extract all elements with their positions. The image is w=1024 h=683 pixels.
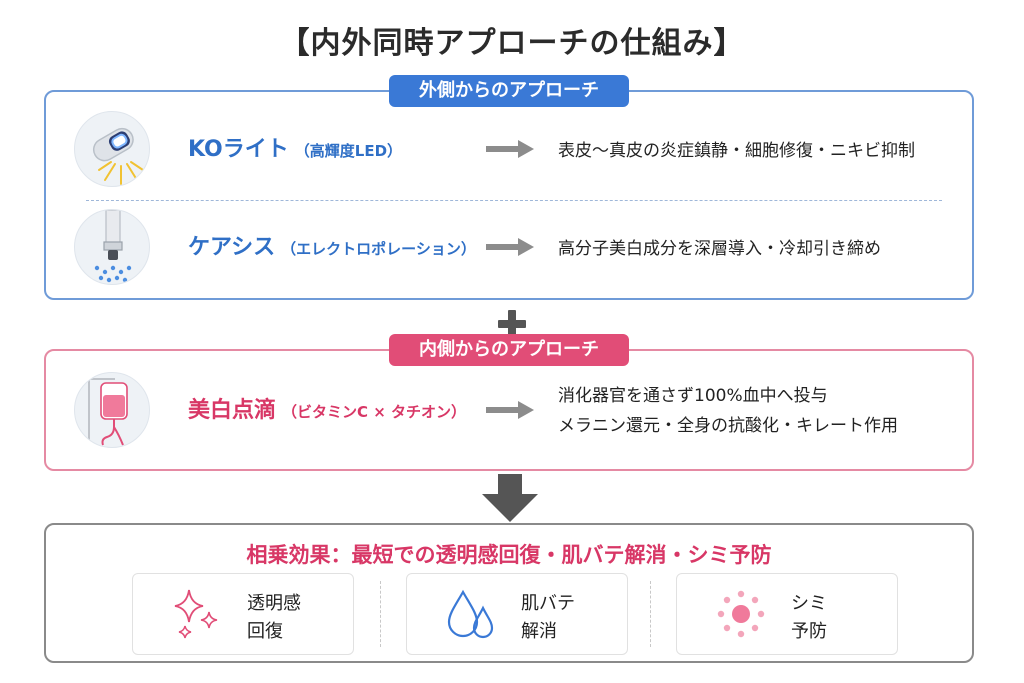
iv-drip-subtitle: （ビタミンC × タチオン） (282, 403, 467, 421)
carecys-subtitle: （エレクトロポレーション） (281, 240, 476, 258)
card-label-line: シミ (791, 593, 827, 614)
arrow-right-icon (486, 401, 534, 419)
ko-light-title: KOライト (188, 137, 289, 162)
arrow-right-icon (486, 140, 534, 158)
card-label-line: 透明感 (247, 593, 301, 614)
inner-approach-panel: 内側からのアプローチ 美白点滴 （ビタミンC × タチオン） 消化器官を通さず10… (44, 334, 974, 471)
arrow-down-icon (482, 474, 538, 522)
fatigue-label: 肌バテ 解消 (521, 590, 575, 646)
sparkle-icon (174, 589, 218, 639)
outer-approach-panel: 外側からのアプローチ KOライト （高輝度LED） (44, 75, 974, 300)
iv-drip-icon (74, 372, 150, 448)
iv-drip-name: 美白点滴 （ビタミンC × タチオン） (188, 392, 466, 424)
synergy-result-panel: 相乗効果：最短での透明感回復・肌バテ解消・シミ予防 透明感 回復 肌バテ 解消 (44, 523, 974, 663)
iv-drip-effect: 消化器官を通さず100%血中へ投与 メラニン還元・全身の抗酸化・キレート作用 (558, 381, 898, 441)
card-divider (380, 581, 381, 647)
clarity-card: 透明感 回復 (132, 573, 354, 655)
water-drops-icon (447, 589, 494, 639)
arrow-right-icon (486, 238, 534, 256)
inner-approach-tag: 内側からのアプローチ (389, 334, 629, 366)
iv-drip-effect-line: メラニン還元・全身の抗酸化・キレート作用 (558, 416, 898, 436)
led-light-icon (74, 111, 150, 187)
iv-drip-row: 美白点滴 （ビタミンC × タチオン） 消化器官を通さず100%血中へ投与 メラニ… (46, 359, 972, 459)
card-label-line: 肌バテ (521, 593, 575, 614)
spot-prevention-card: シミ 予防 (676, 573, 898, 655)
ko-light-subtitle: （高輝度LED） (294, 142, 403, 160)
card-label-line: 解消 (521, 621, 557, 642)
ko-light-row: KOライト （高輝度LED） 表皮〜真皮の炎症鎮静・細胞修復・ニキビ抑制 (46, 98, 972, 198)
spot-prevention-label: シミ 予防 (791, 590, 827, 646)
carecys-row: ケアシス （エレクトロポレーション） 高分子美白成分を深層導入・冷却引き締め (46, 196, 972, 296)
page-title: 【内外同時アプローチの仕組み】 (279, 26, 745, 61)
clarity-label: 透明感 回復 (247, 590, 301, 646)
plus-icon (498, 310, 526, 338)
synergy-title: 相乗効果：最短での透明感回復・肌バテ解消・シミ予防 (246, 543, 772, 567)
outer-approach-tag: 外側からのアプローチ (389, 75, 629, 107)
iv-drip-effect-line: 消化器官を通さず100%血中へ投与 (558, 386, 828, 406)
electroporation-icon (74, 209, 150, 285)
ko-light-name: KOライト （高輝度LED） (188, 131, 402, 163)
card-label-line: 回復 (247, 621, 283, 642)
carecys-name: ケアシス （エレクトロポレーション） (188, 229, 476, 261)
iv-drip-title: 美白点滴 (188, 398, 277, 423)
card-label-line: 予防 (791, 621, 827, 642)
fatigue-card: 肌バテ 解消 (406, 573, 628, 655)
dots-sun-icon (717, 590, 765, 638)
carecys-effect: 高分子美白成分を深層導入・冷却引き締め (558, 239, 881, 259)
carecys-title: ケアシス (188, 235, 276, 260)
ko-light-effect: 表皮〜真皮の炎症鎮静・細胞修復・ニキビ抑制 (558, 141, 915, 161)
row-divider (86, 200, 942, 201)
card-divider (650, 581, 651, 647)
